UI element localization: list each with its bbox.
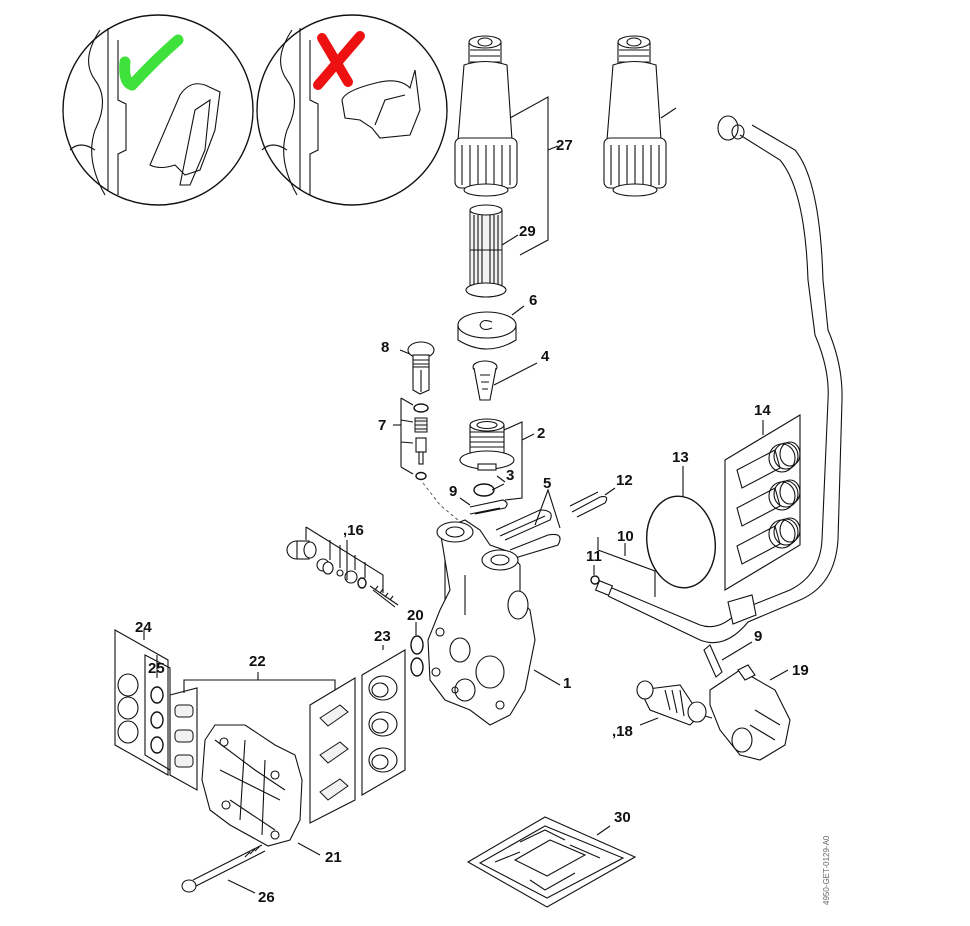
valve-plug <box>407 341 435 395</box>
bypass-valve-kit <box>286 526 399 608</box>
o-ring-20a <box>410 635 424 655</box>
valve-set <box>169 677 356 824</box>
pressure-switch <box>703 644 791 761</box>
inset-correct <box>62 14 254 206</box>
callout-22[interactable]: 22 <box>249 653 266 670</box>
screw <box>181 844 266 893</box>
callout-24[interactable]: 24 <box>135 619 152 636</box>
callout-10[interactable]: 10 <box>617 528 634 545</box>
callout-16[interactable]: ,16 <box>343 522 364 539</box>
filter-housing-left <box>454 35 518 197</box>
piston-set <box>724 414 801 591</box>
inset-wrong <box>256 14 448 206</box>
callouts: 1 2 3 4 5 6 7 8 9 9 10 11 12 13 14 ,16 ,… <box>135 137 809 906</box>
callout-2[interactable]: 2 <box>537 425 545 442</box>
callout-27[interactable]: 27 <box>556 137 573 154</box>
o-ring-11 <box>590 575 600 585</box>
callout-19[interactable]: 19 <box>792 662 809 679</box>
callout-6[interactable]: 6 <box>529 292 537 309</box>
check-valve-insert <box>472 360 498 401</box>
o-ring-13 <box>646 495 716 589</box>
filter-screen <box>465 204 507 298</box>
cross-icon <box>313 31 365 90</box>
callout-8[interactable]: 8 <box>381 339 389 356</box>
callout-20[interactable]: 20 <box>407 607 424 624</box>
gasket-set <box>466 816 637 908</box>
callout-1[interactable]: 1 <box>563 675 571 692</box>
inlet-fitting <box>459 418 515 471</box>
high-pressure-pipe <box>594 115 843 644</box>
retaining-clips <box>469 491 608 559</box>
callout-4[interactable]: 4 <box>541 348 550 365</box>
pump-housing <box>427 519 536 726</box>
callout-3[interactable]: 3 <box>506 467 514 484</box>
callout-18[interactable]: ,18 <box>612 723 633 740</box>
valve-kit <box>400 397 459 521</box>
float-disc <box>457 311 517 350</box>
leader-lines <box>143 96 789 894</box>
pressure-switch-valve <box>636 680 713 726</box>
o-ring-3 <box>473 483 495 497</box>
callout-12[interactable]: 12 <box>616 472 633 489</box>
callout-25[interactable]: 25 <box>148 660 165 677</box>
callout-26[interactable]: 26 <box>258 889 275 906</box>
callout-14[interactable]: 14 <box>754 402 771 419</box>
callout-5[interactable]: 5 <box>543 475 551 492</box>
drawing-code: 4950-GET-0129-A0 <box>822 835 831 905</box>
filter-housing-right <box>603 35 677 197</box>
check-icon <box>119 34 184 91</box>
callout-21[interactable]: 21 <box>325 849 342 866</box>
seal-set <box>361 649 406 796</box>
cylinder-head <box>201 724 303 847</box>
callout-13[interactable]: 13 <box>672 449 689 466</box>
callout-30[interactable]: 30 <box>614 809 631 826</box>
callout-11[interactable]: 11 <box>586 548 602 565</box>
callout-29[interactable]: 29 <box>519 223 536 240</box>
o-ring-20b <box>410 657 424 677</box>
callout-7[interactable]: 7 <box>378 417 386 434</box>
callout-9-top[interactable]: 9 <box>449 483 457 500</box>
callout-9-bottom[interactable]: 9 <box>754 628 762 645</box>
callout-23[interactable]: 23 <box>374 628 391 645</box>
plugs-and-orings <box>114 629 171 776</box>
